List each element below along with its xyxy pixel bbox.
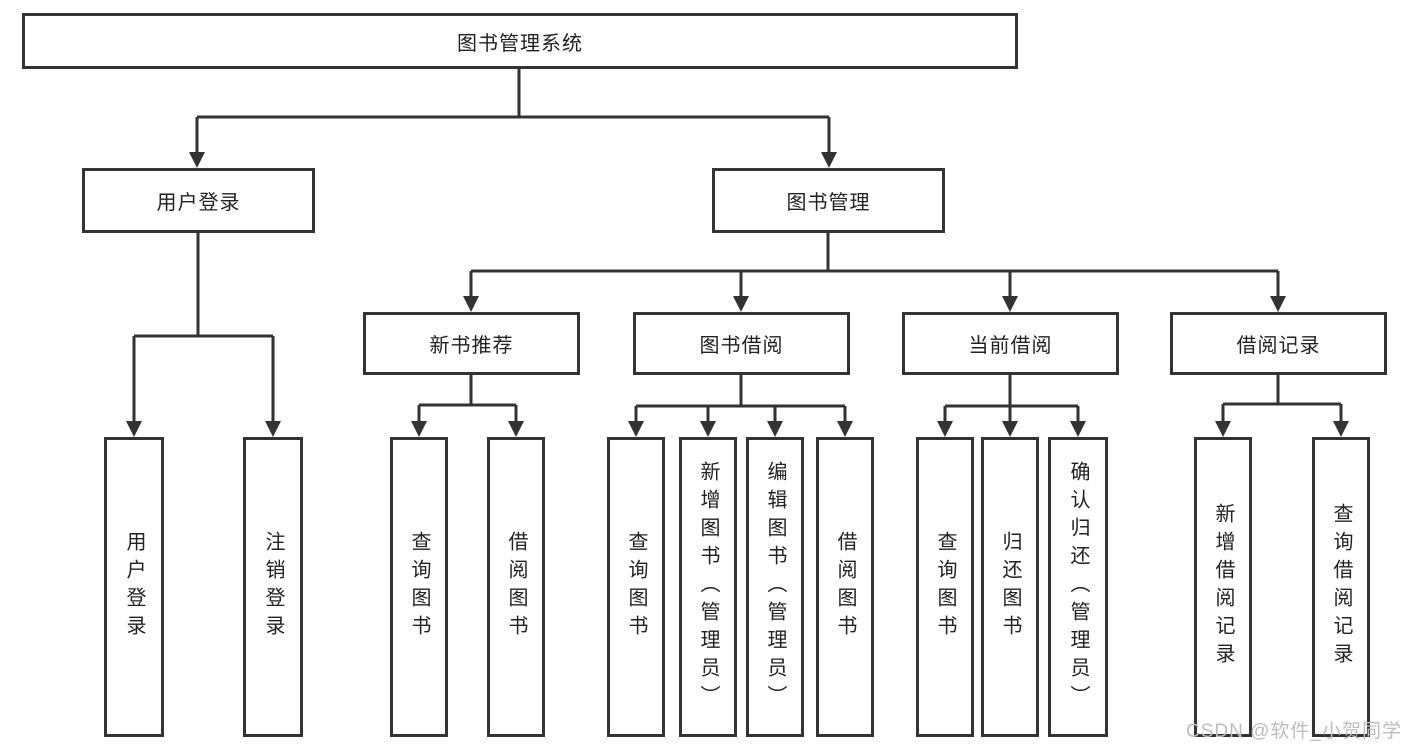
node-label: 新增借阅记录 [1212,503,1234,671]
node-root-system: 图书管理系统 [22,13,1018,69]
leaf-borrow-books-recommend: 借阅图书 [487,437,545,737]
node-label: 查询图书 [408,531,430,643]
leaf-query-borrow-record: 查询借阅记录 [1312,437,1370,737]
node-label: 图书管理 [786,192,871,214]
node-borrow-records: 借阅记录 [1170,312,1387,375]
node-label: 借阅图书 [505,531,527,643]
leaf-query-books-current: 查询图书 [916,437,974,737]
leaf-user-login: 用户登录 [104,437,164,737]
leaf-add-borrow-record: 新增借阅记录 [1194,437,1252,737]
node-label: 查询图书 [934,531,956,643]
node-new-book-recommend: 新书推荐 [363,312,580,375]
node-label: 新书推荐 [429,335,514,357]
node-book-borrow: 图书借阅 [633,312,850,375]
leaf-borrow-books-borrow: 借阅图书 [816,437,874,737]
node-label: 查询借阅记录 [1330,503,1352,671]
watermark: CSDN @软件_小贺同学 [1186,721,1402,742]
leaf-confirm-return-admin: 确认归还（管理员） [1048,437,1108,737]
leaf-return-books: 归还图书 [981,437,1039,737]
node-label: 注销登录 [262,531,284,643]
node-label: 借阅记录 [1236,335,1321,357]
node-label: 归还图书 [999,531,1021,643]
node-label: 查询图书 [625,531,647,643]
node-label: 借阅图书 [834,531,856,643]
leaf-query-books-borrow: 查询图书 [607,437,665,737]
leaf-edit-book-admin: 编辑图书（管理员） [746,437,804,737]
node-label: 新增图书（管理员） [697,461,719,713]
node-label: 编辑图书（管理员） [764,461,786,713]
node-label: 用户登录 [123,531,145,643]
leaf-logout: 注销登录 [243,437,303,737]
arrowheads [126,152,1349,437]
node-user-login: 用户登录 [82,168,315,233]
node-label: 图书管理系统 [457,32,583,55]
node-book-management: 图书管理 [712,168,945,233]
node-label: 用户登录 [156,192,241,214]
node-current-borrow: 当前借阅 [902,312,1119,375]
node-label: 确认归还（管理员） [1067,461,1089,713]
node-label: 当前借阅 [968,335,1053,357]
leaf-add-book-admin: 新增图书（管理员） [679,437,737,737]
node-label: 图书借阅 [699,335,784,357]
leaf-query-books-recommend: 查询图书 [390,437,448,737]
